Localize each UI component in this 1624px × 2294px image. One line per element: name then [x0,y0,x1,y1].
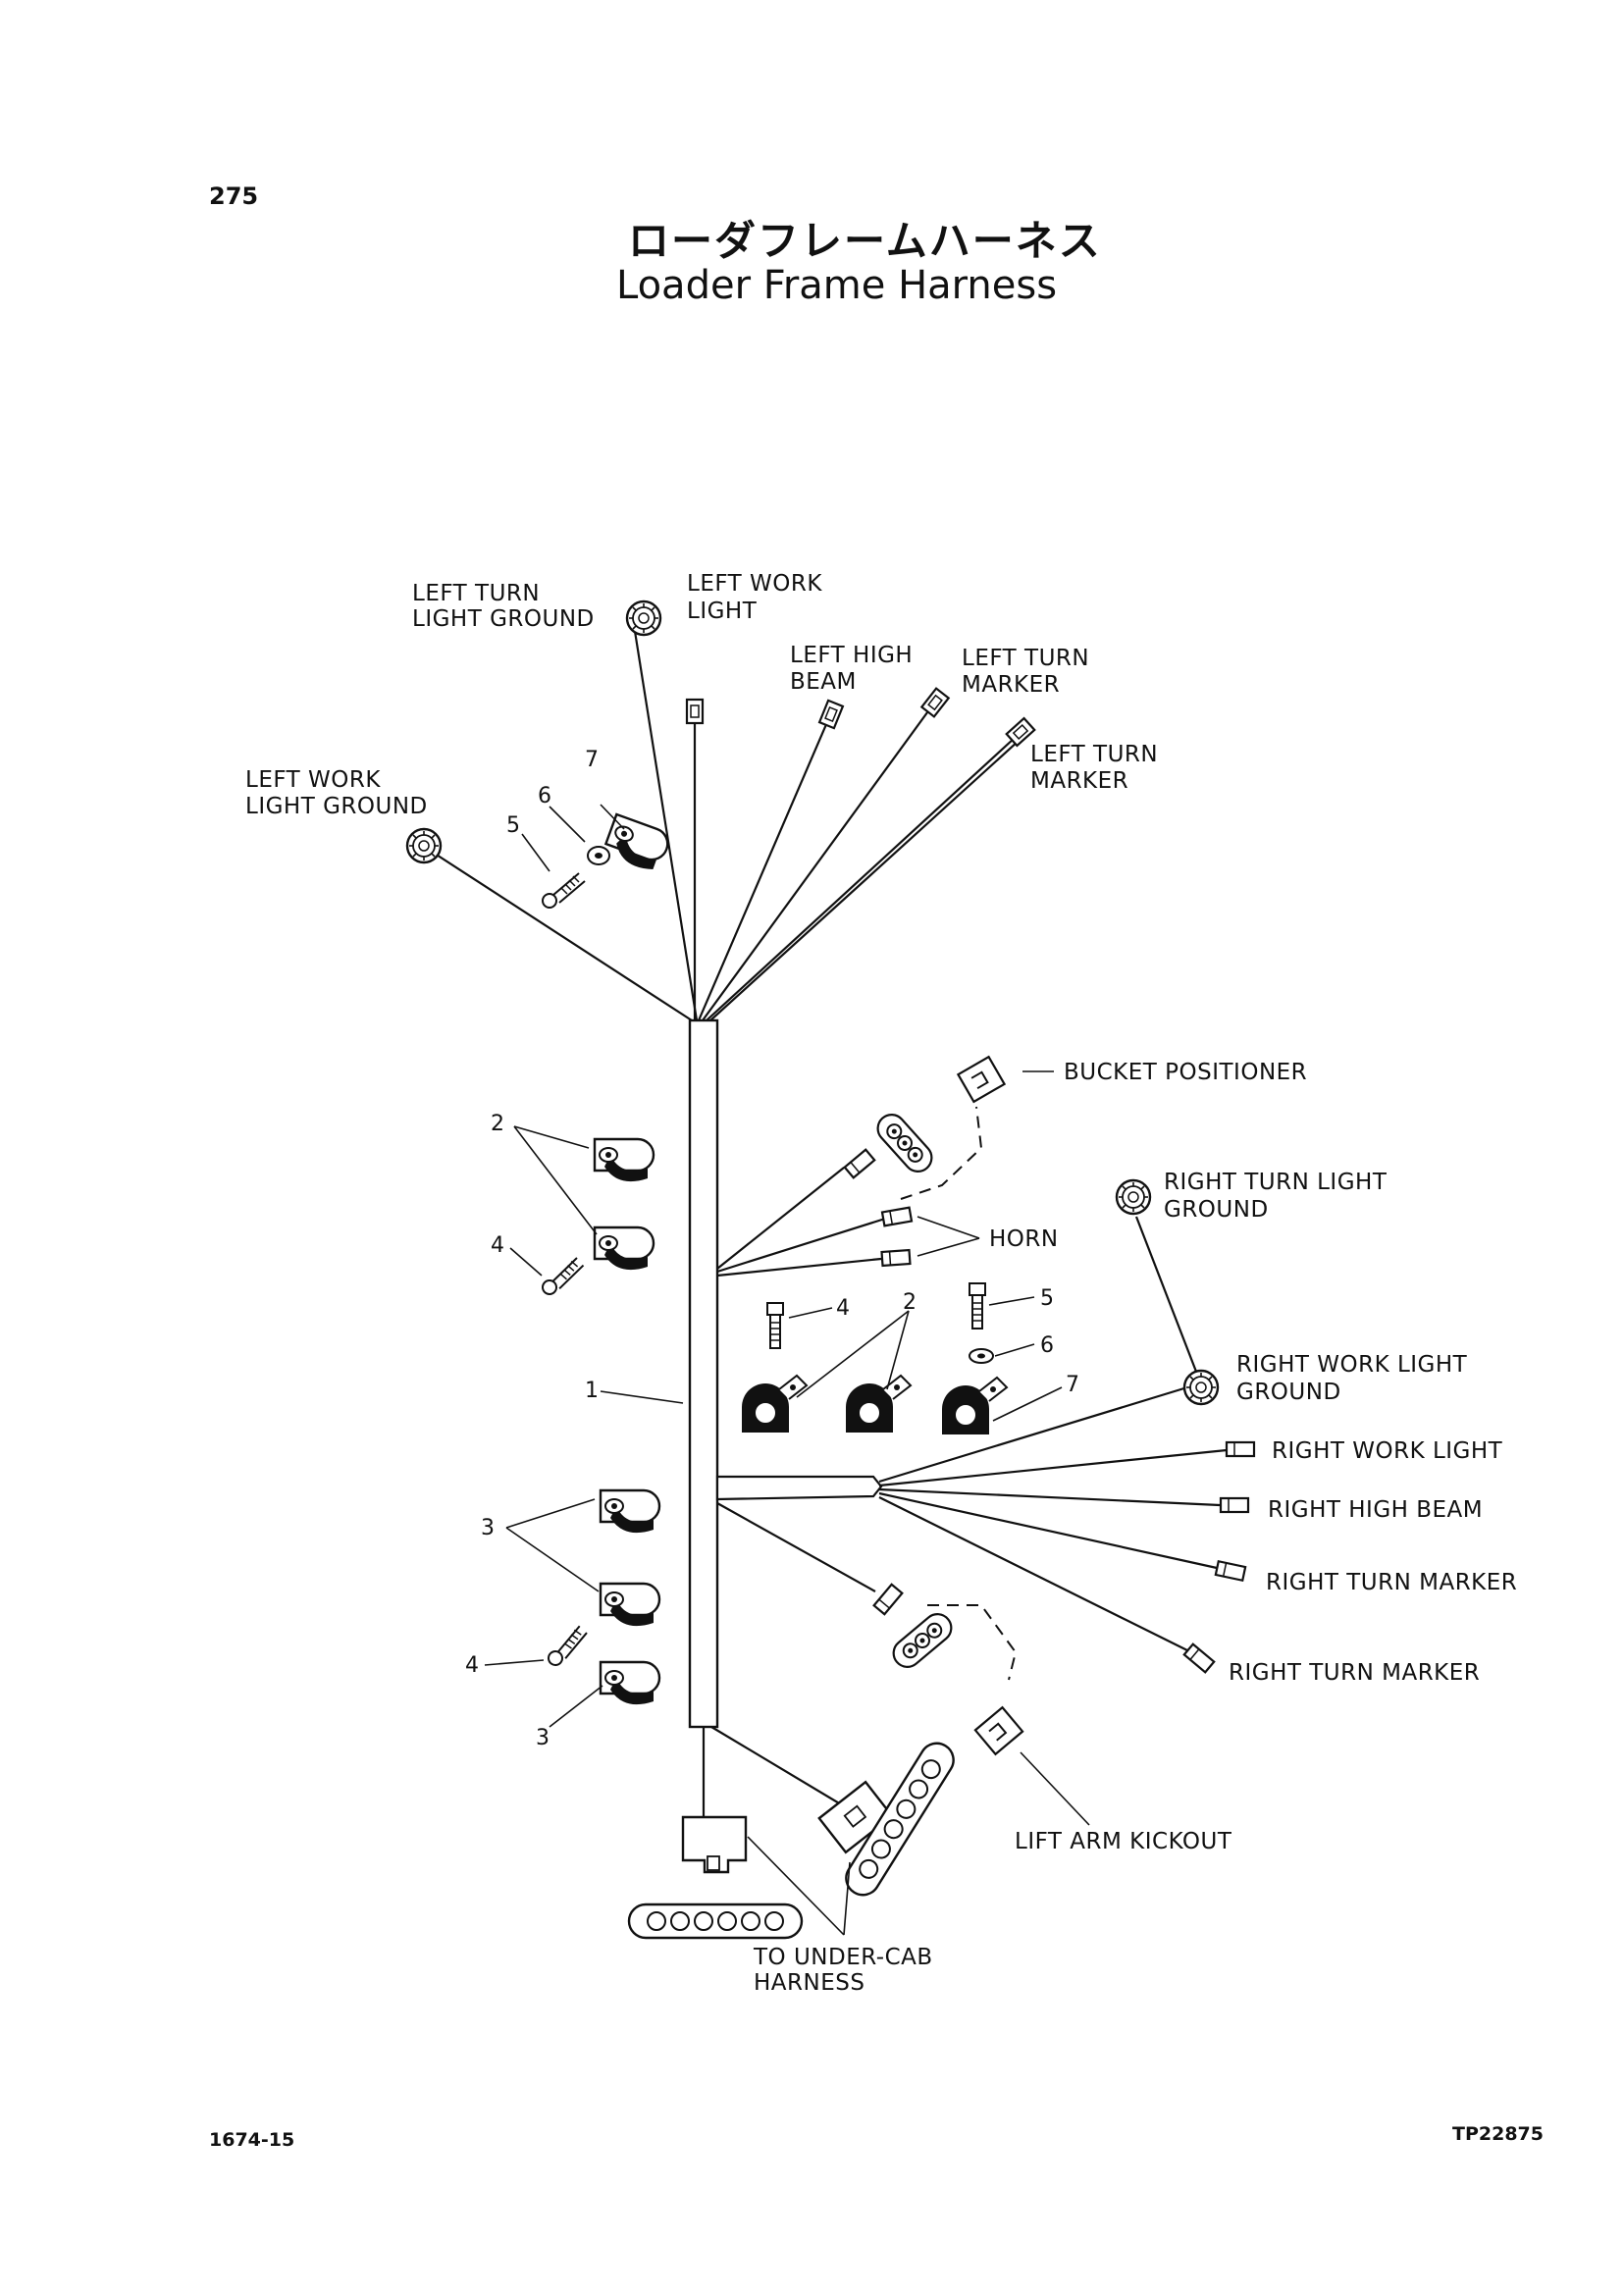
clip-2-lower-icon [593,1225,655,1272]
callout-2-center: 2 [903,1290,917,1315]
callout-5-top: 5 [506,813,520,838]
clip-3-upper-icon [599,1488,661,1535]
left-high-beam-connector-icon [817,699,845,730]
callout-4-center: 4 [836,1296,850,1321]
bolt-5-top-icon [542,872,586,909]
callout-7-top: 7 [585,748,599,772]
callout-1-leader [600,1390,684,1404]
clip-3-middle-icon [599,1582,661,1628]
right-turn-marker-connector-icon [1214,1560,1247,1582]
bolt-4-upper-icon [540,1256,587,1296]
clip-7-center-icon [941,1377,1008,1435]
left-work-light-ground-ring-icon [405,827,443,864]
right-turn-marker-connector-2-icon [1182,1642,1216,1674]
label-right-turn-marker-2: RIGHT TURN MARKER [1229,1660,1480,1686]
callout-6-top: 6 [538,784,551,808]
bolt-4-center-icon [766,1302,784,1349]
page-title-english: Loader Frame Harness [616,263,1058,308]
bolt-4-lower-icon [543,1624,593,1668]
callout-3-left-upper: 3 [481,1516,495,1540]
callout-2-left: 2 [491,1112,504,1136]
label-left-turn-light-ground-line2: LIGHT GROUND [412,606,595,632]
footer-part-reference: TP22875 [1452,2123,1544,2145]
top-wires [428,624,1020,1021]
label-right-turn-light-ground-line1: RIGHT TURN LIGHT [1164,1170,1388,1195]
label-to-under-cab-harness-line2: HARNESS [754,1970,864,1996]
washer-6-center-icon [969,1348,994,1364]
right-turn-light-ground-ring-icon [1115,1178,1152,1216]
label-right-work-light-ground-line1: RIGHT WORK LIGHT [1236,1352,1468,1378]
clip-3-lower-icon [599,1660,661,1706]
label-left-work-light-ground-line2: LIGHT GROUND [245,794,428,819]
bucket-positioner-branch [716,1056,1054,1270]
label-lift-arm-kickout: LIFT ARM KICKOUT [1015,1829,1232,1854]
label-left-turn-light-ground-line1: LEFT TURN [412,581,540,606]
label-right-work-light-ground-line2: GROUND [1236,1380,1341,1405]
callout-7-center: 7 [1066,1373,1079,1397]
label-left-turn-marker-2-line1: LEFT TURN [1030,742,1158,767]
label-left-work-light-line1: LEFT WORK [687,571,822,597]
label-left-high-beam-line1: LEFT HIGH [790,643,913,668]
right-branch-wires [878,1216,1228,1651]
horn-branch [716,1206,980,1277]
label-left-work-light-line2: LIGHT [687,599,758,624]
callout-3-left-lower: 3 [536,1726,550,1750]
right-work-light-connector-icon [1225,1440,1256,1458]
label-bucket-positioner: BUCKET POSITIONER [1064,1060,1307,1085]
label-horn: HORN [989,1226,1059,1252]
clip-2-center-b-icon [845,1375,912,1434]
label-left-turn-marker-1-line2: MARKER [962,672,1060,698]
label-left-turn-marker-2-line2: MARKER [1030,768,1128,794]
callout-5-center: 5 [1040,1286,1054,1311]
label-right-turn-light-ground-line2: GROUND [1164,1197,1269,1223]
label-right-work-light: RIGHT WORK LIGHT [1272,1438,1503,1464]
label-right-high-beam: RIGHT HIGH BEAM [1268,1497,1483,1523]
callout-4-left-upper: 4 [491,1233,504,1258]
bolt-5-center-icon [969,1282,986,1329]
main-harness-trunk [688,1018,719,1729]
clip-2-upper-icon [593,1137,655,1183]
right-work-light-ground-ring-icon [1182,1369,1220,1406]
left-turn-light-ground-ring-icon [625,600,662,637]
callout-6-center: 6 [1040,1333,1054,1358]
clip-2-center-a-icon [741,1375,808,1434]
left-turn-marker-connector-icon [920,687,950,718]
clip-7-top-icon [601,812,673,876]
right-high-beam-connector-icon [1219,1496,1250,1514]
callout-4-left-lower: 4 [465,1653,479,1678]
label-to-under-cab-harness-line1: TO UNDER-CAB [753,1945,933,1970]
left-work-light-connector-icon [685,698,705,725]
label-left-work-light-ground-line1: LEFT WORK [245,767,381,793]
lift-arm-kickout-branch [716,1502,1090,1826]
branch-harness-tube [715,1475,883,1501]
under-cab-harness-branch [627,1726,955,1940]
label-left-high-beam-line2: BEAM [790,669,857,695]
footer-drawing-code: 1674-15 [209,2129,295,2151]
label-right-turn-marker-1: RIGHT TURN MARKER [1266,1570,1517,1595]
page-title-japanese: ローダフレームハーネス [628,217,1102,265]
callout-1: 1 [585,1379,599,1403]
washer-6-top-icon [587,846,610,865]
label-left-turn-marker-1-line1: LEFT TURN [962,646,1089,671]
page-number: 275 [209,182,259,210]
